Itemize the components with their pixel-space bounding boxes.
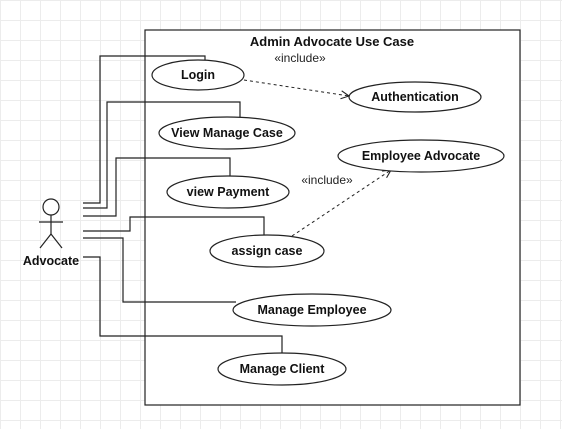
association-manage-client[interactable]: [83, 256, 283, 354]
use-case-label: assign case: [232, 244, 303, 258]
association-login[interactable]: [83, 55, 206, 204]
associations: [83, 55, 283, 354]
use-case-assign-case[interactable]: assign case: [209, 234, 325, 268]
use-case-manage-client[interactable]: Manage Client: [217, 352, 347, 386]
use-case-view-manage-case[interactable]: View Manage Case: [158, 116, 296, 150]
actor-advocate[interactable]: Advocate: [23, 198, 79, 268]
use-case-label: Employee Advocate: [362, 149, 480, 163]
association-view-payment[interactable]: [83, 157, 231, 217]
use-case-manage-employee[interactable]: Manage Employee: [232, 293, 392, 327]
use-case-label: Manage Employee: [257, 303, 366, 317]
system-title: Admin Advocate Use Case: [250, 34, 414, 49]
use-case-label: Manage Client: [240, 362, 326, 376]
include-relations: «include» «include»: [243, 51, 391, 237]
use-case-employee-advocate[interactable]: Employee Advocate: [337, 139, 505, 173]
include-arrow-assign-employee[interactable]: [291, 170, 391, 237]
association-assign-case[interactable]: [83, 216, 265, 236]
use-case-login[interactable]: Login: [151, 59, 245, 91]
stick-figure-icon: [39, 198, 63, 249]
use-case-label: Authentication: [371, 90, 459, 104]
include-stereotype-2: «include»: [301, 173, 353, 187]
use-case-label: Login: [181, 68, 215, 82]
association-view-manage-case[interactable]: [83, 101, 241, 209]
use-case-label: View Manage Case: [171, 126, 283, 140]
use-case-authentication[interactable]: Authentication: [348, 81, 482, 113]
actor-label: Advocate: [23, 254, 79, 268]
use-case-view-payment[interactable]: view Payment: [166, 175, 290, 209]
association-manage-employee[interactable]: [83, 237, 236, 303]
include-stereotype-1: «include»: [274, 51, 326, 65]
use-case-label: view Payment: [187, 185, 271, 199]
